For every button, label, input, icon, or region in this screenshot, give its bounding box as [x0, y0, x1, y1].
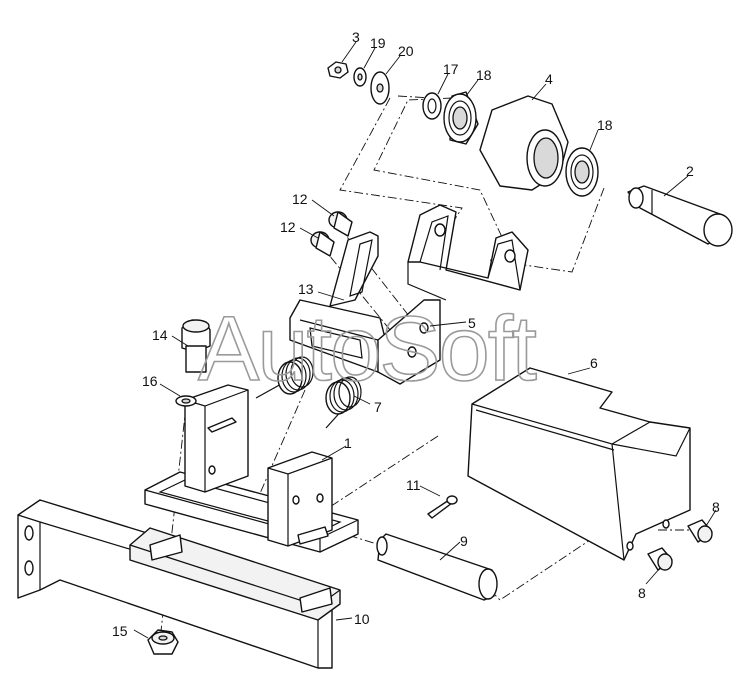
- part-14-bolt: [181, 319, 211, 373]
- part-18-bearing-upper: [443, 91, 479, 145]
- callout-11: 11: [406, 477, 421, 493]
- part-5-fork-bracket: [407, 204, 529, 301]
- callout-12-lower: 12: [280, 219, 296, 235]
- callout-16: 16: [142, 373, 158, 389]
- part-1-base-bracket: [144, 384, 359, 553]
- part-19-lock-washer: [353, 67, 367, 87]
- callout-2: 2: [686, 163, 694, 179]
- leader-lines: [133, 41, 717, 639]
- part-2-axle-pin: [627, 185, 733, 247]
- callout-8-right: 8: [712, 499, 720, 515]
- part-7-springs: [255, 356, 362, 429]
- part-18-bearing-lower: [565, 147, 599, 197]
- callout-3: 3: [352, 29, 360, 45]
- part-3-nut: [327, 61, 349, 79]
- callout-9: 9: [460, 533, 468, 549]
- callout-5: 5: [468, 315, 476, 331]
- callout-12-upper: 12: [292, 191, 308, 207]
- callout-10: 10: [354, 611, 370, 627]
- part-20-washer: [370, 71, 390, 105]
- callout-labels: 3 19 20 17 18 4 18 2 12 12 13 5 14 16 7 …: [112, 29, 720, 639]
- callout-18-lower: 18: [597, 117, 613, 133]
- part-10-bottom-bracket: [17, 499, 341, 669]
- callout-6: 6: [590, 355, 598, 371]
- part-9-pin: [376, 533, 498, 601]
- callout-13: 13: [298, 281, 314, 297]
- callout-8-lower: 8: [638, 585, 646, 601]
- callout-15: 15: [112, 623, 128, 639]
- callout-19: 19: [370, 35, 386, 51]
- callout-18-upper: 18: [476, 67, 492, 83]
- callout-14: 14: [152, 327, 168, 343]
- callout-1: 1: [344, 435, 352, 451]
- part-4-roller: [479, 95, 569, 191]
- part-11-cotter-pin: [427, 495, 458, 519]
- watermark-text: AutoSoft: [198, 298, 536, 400]
- part-8-screws: [647, 519, 713, 571]
- part-12-bolts: [310, 211, 353, 257]
- callout-17: 17: [443, 61, 459, 77]
- part-17-ring: [422, 92, 442, 120]
- part-6-cover: [467, 367, 691, 561]
- callout-4: 4: [545, 71, 553, 87]
- part-16-washer: [175, 395, 197, 407]
- callout-7: 7: [374, 399, 382, 415]
- callout-20: 20: [398, 43, 414, 59]
- part-13-plate: [289, 231, 441, 385]
- part-15-nut: [147, 629, 179, 655]
